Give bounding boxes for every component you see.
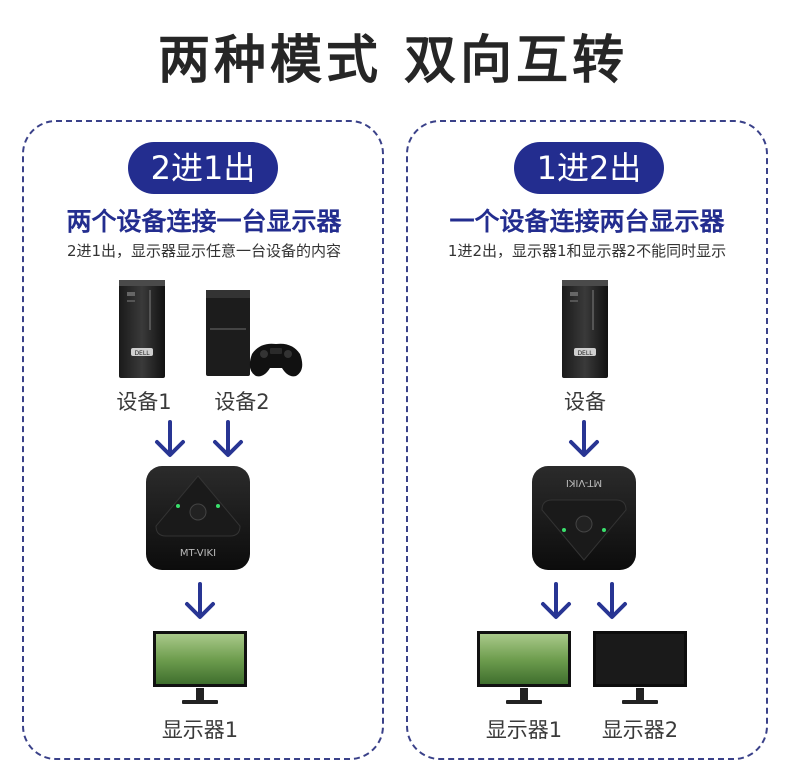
mode-description: 1进2出，显示器1和显示器2不能同时显示 xyxy=(447,242,727,260)
arrow-down-icon xyxy=(541,582,571,619)
pc-tower-icon: DELL xyxy=(119,280,165,378)
display-label: 显示器1 xyxy=(161,718,239,742)
arrow-down-icon xyxy=(569,420,599,457)
mode-badge: 1进2出 xyxy=(514,142,664,194)
mode-heading: 两个设备连接一台显示器 xyxy=(66,207,342,236)
device-label: 设备 xyxy=(564,390,606,414)
arrow-down-icon xyxy=(213,420,243,457)
arrow-down-icon xyxy=(155,420,185,457)
mode-panel-2in1out xyxy=(22,120,384,760)
monitor-icon xyxy=(153,631,247,704)
switch-brand: MT-VIKI xyxy=(566,477,602,488)
page-title: 两种模式 双向互转 xyxy=(157,31,629,91)
switch-brand: MT-VIKI xyxy=(180,548,216,559)
display-label: 显示器1 xyxy=(485,718,563,742)
svg-text:DELL: DELL xyxy=(577,350,593,357)
device-label: 设备2 xyxy=(214,390,270,414)
monitor-icon xyxy=(477,631,571,704)
mode-heading: 一个设备连接两台显示器 xyxy=(449,207,725,236)
mode-panel-1in2out xyxy=(406,120,768,760)
mode-badge: 2进1出 xyxy=(128,142,278,194)
device-label: 设备1 xyxy=(116,390,172,414)
svg-text:DELL: DELL xyxy=(134,350,150,357)
display-label: 显示器2 xyxy=(601,718,679,742)
mode-description: 2进1出，显示器显示任意一台设备的内容 xyxy=(66,242,342,260)
switch-device-icon: MT-VIKI xyxy=(146,466,250,570)
monitor-off-icon xyxy=(593,631,687,704)
arrow-down-icon xyxy=(597,582,627,619)
game-console-icon xyxy=(206,290,303,377)
arrow-down-icon xyxy=(185,582,215,619)
pc-tower-icon: DELL xyxy=(562,280,608,378)
switch-device-icon: MT-VIKI xyxy=(532,466,636,570)
